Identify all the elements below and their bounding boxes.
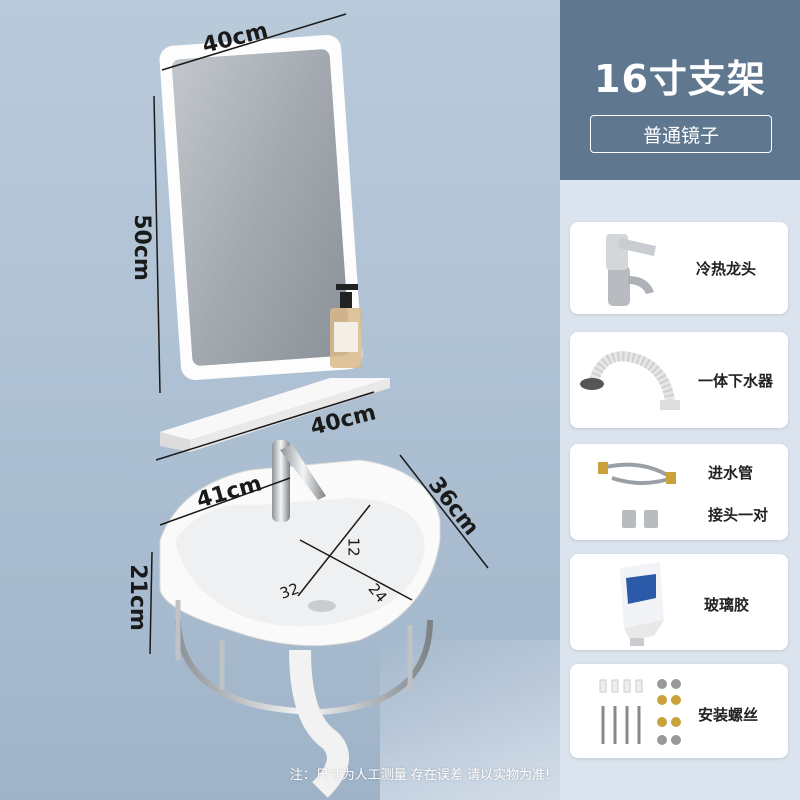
- basin-height-label: 21cm: [124, 564, 150, 631]
- disclaimer-note: 注：尺寸为人工测量 存在误差 请以实物为准!: [289, 768, 551, 783]
- soap-bottle: [330, 284, 362, 368]
- accessory-card-screws: 安装螺丝: [570, 664, 788, 758]
- glue-tube-icon: [620, 562, 664, 646]
- accessory-label: 玻璃胶: [704, 596, 750, 614]
- accessory-label: 进水管: [708, 464, 754, 482]
- accessory-card-glue: 玻璃胶: [570, 554, 788, 650]
- accessory-card-inlet: 进水管 接头一对: [570, 444, 788, 540]
- vanity-illustration: [149, 13, 489, 798]
- accessory-card-faucet: 冷热龙头: [570, 222, 788, 314]
- mirror-type-badge: 普通镜子: [590, 115, 772, 153]
- dimension-lines: [149, 13, 489, 655]
- page-title: 16寸支架: [594, 57, 766, 101]
- accessory-label: 冷热龙头: [696, 260, 757, 278]
- accessory-label: 一体下水器: [698, 372, 774, 390]
- accessory-label-2: 接头一对: [708, 506, 769, 524]
- basin: [159, 440, 441, 798]
- bowl-dim-12: 12: [344, 537, 363, 557]
- mirror: [159, 35, 363, 380]
- screws-icon: [599, 679, 681, 745]
- accessory-card-drain: 一体下水器: [570, 332, 788, 428]
- drain-hose-icon: [580, 351, 680, 410]
- inlet-hose-icon: [598, 462, 677, 528]
- mirror-height-label: 50cm: [128, 214, 154, 281]
- faucet-icon: [606, 234, 656, 306]
- accessory-label: 安装螺丝: [698, 706, 759, 724]
- panel-header: [560, 0, 800, 180]
